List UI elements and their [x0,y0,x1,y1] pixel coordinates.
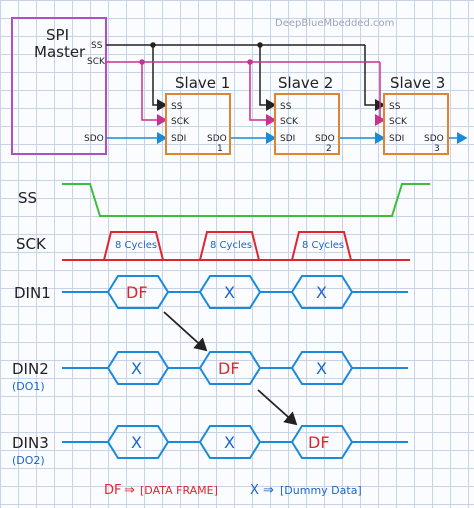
din3-frame-2: X [224,433,235,452]
slave-1-pin-ss: SS [171,102,183,112]
din1-frame-2: X [224,283,235,302]
din2-frame-2: DF [218,359,240,378]
slave-1-pin-sdo: SDO [207,134,227,144]
sck-signal-label: SCK [16,235,47,253]
din2-bus [62,351,408,385]
slave-3-pin-ss: SS [389,102,401,112]
slave-2-pin-sck: SCK [280,117,299,127]
slave-1-pin-sck: SCK [171,117,190,127]
slave-2-number: 2 [326,144,332,154]
master-pin-sck: SCK [87,57,106,67]
slave-3-pin-sdi: SDI [389,134,404,144]
slave-1-title: Slave 1 [175,74,230,92]
din1-bus [62,275,408,309]
sck-burst-1-label: 8 Cycles [115,240,157,251]
transfer-arrow-1 [163,311,208,352]
sck-burst-3-label: 8 Cycles [302,240,344,251]
legend-df-symbol: DF [104,483,122,498]
din2-frame-3: X [316,359,327,378]
sck-burst-1: 8 Cycles [103,231,164,261]
din1-frame-3: X [316,283,327,302]
slave-2-pin-sdi: SDI [280,134,295,144]
slave-3-pin-sck: SCK [389,117,408,127]
legend-x-arrow: ⇒ [263,483,274,498]
slave-3-pin-sdo: SDO [424,134,444,144]
slave-2: Slave 2 SS SCK SDI SDO 2 [274,74,340,155]
din3-frame-1: X [131,433,142,452]
sck-burst-3: 8 Cycles [291,231,352,261]
legend: DF ⇒ [DATA FRAME] X ⇒ [Dummy Data] [104,483,362,498]
ss-signal-label: SS [18,189,37,207]
ss-waveform [62,183,430,217]
legend-x-meaning: [Dummy Data] [280,484,362,497]
master-title-1: SPI [46,26,69,44]
ss-bus [106,42,386,111]
slave-1-pin-sdi: SDI [171,134,186,144]
sck-bus [106,59,386,126]
legend-x-symbol: X [250,483,259,498]
slave-3: Slave 3 SS SCK SDI SDO 3 [383,74,449,155]
slave-1-box [165,93,231,155]
slave-3-box [383,93,449,155]
din1-label: DIN1 [14,284,51,302]
master-pin-sdo: SDO [84,134,104,144]
watermark-text: DeepBlueMbedded.com [275,18,394,29]
sck-burst-2-label: 8 Cycles [210,240,252,251]
slave-1: Slave 1 SS SCK SDI SDO 1 [165,74,231,155]
transfer-arrow-2 [257,389,298,426]
slave-3-number: 3 [434,144,440,154]
din3-label: DIN3 [12,434,49,452]
legend-df-meaning: [DATA FRAME] [140,484,218,497]
slave-2-box [274,93,340,155]
slave-3-title: Slave 3 [390,74,445,92]
sck-burst-2: 8 Cycles [199,231,260,261]
legend-df-arrow: ⇒ [124,483,135,498]
master-title-2: Master [34,43,86,61]
master-pin-ss: SS [91,41,103,51]
din2-sublabel: (DO1) [12,380,45,393]
din1-frame-1: DF [126,283,148,302]
din3-frame-3: DF [308,433,330,452]
slave-2-pin-ss: SS [280,102,292,112]
slave-2-title: Slave 2 [278,74,333,92]
din2-label: DIN2 [12,360,49,378]
din2-frame-1: X [131,359,142,378]
slave-2-pin-sdo: SDO [315,134,335,144]
master-box [11,17,107,155]
slave-1-number: 1 [217,144,223,154]
din3-sublabel: (DO2) [12,454,45,467]
din3-bus [62,425,408,459]
